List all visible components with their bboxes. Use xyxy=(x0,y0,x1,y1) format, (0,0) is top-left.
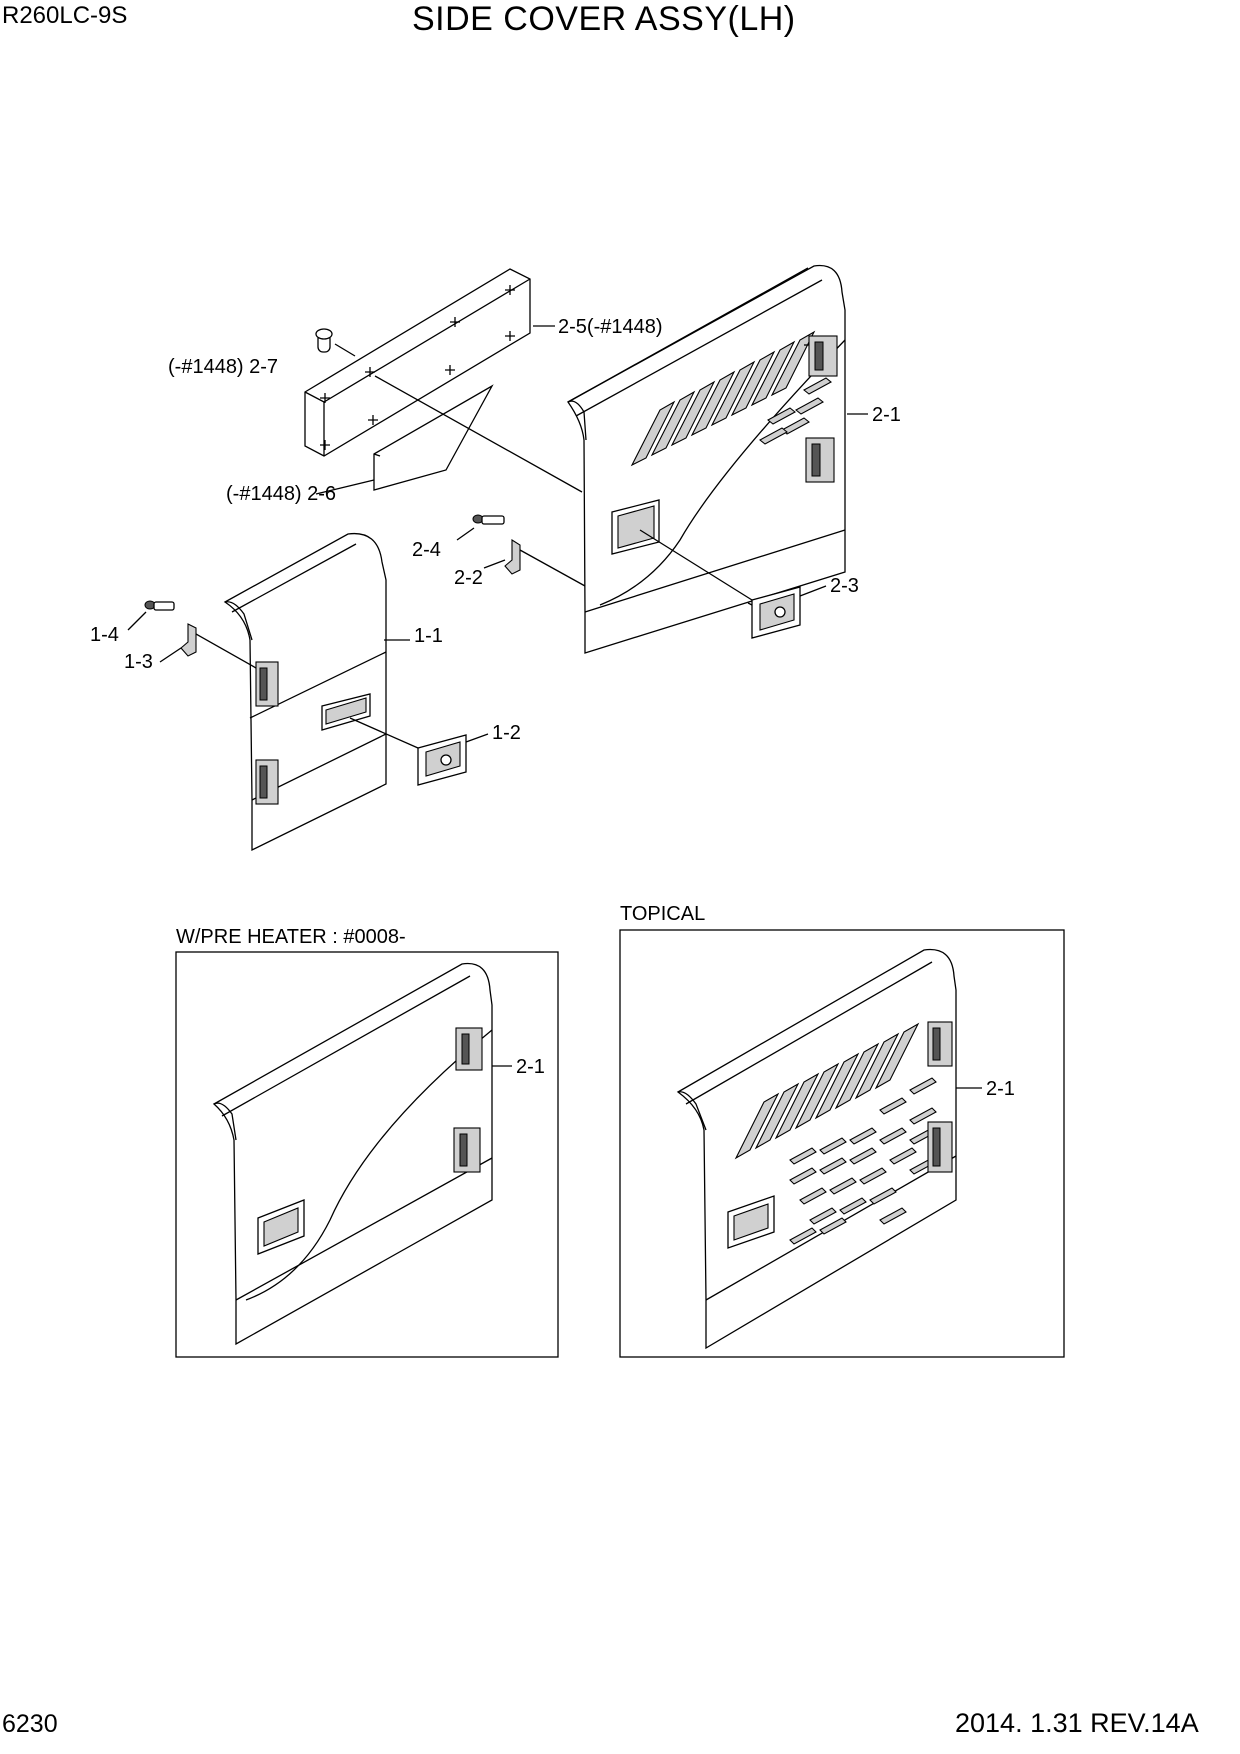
hinge-lower xyxy=(255,759,279,805)
inset-topical-callout: 2-1 xyxy=(986,1078,1015,1100)
callout-1-2: 1-2 xyxy=(492,722,521,744)
inset-topical-label: TOPICAL xyxy=(620,903,705,925)
inset-pre-heater-cover xyxy=(212,962,493,1346)
callout-1-4: 1-4 xyxy=(90,624,119,646)
hinge-upper xyxy=(804,335,838,377)
hinge-upper xyxy=(255,661,279,707)
leader xyxy=(465,733,489,743)
callout-2-4: 2-4 xyxy=(412,539,441,561)
hinge-lower xyxy=(805,437,835,483)
page-number: 6230 xyxy=(2,1710,58,1738)
model-code: R260LC-9S xyxy=(2,2,128,29)
leader xyxy=(195,633,257,669)
leader xyxy=(349,717,419,749)
handle-recess xyxy=(611,499,660,555)
latch-2-3 xyxy=(747,586,801,639)
leader xyxy=(519,549,586,587)
callout-1-1: 1-1 xyxy=(414,625,443,647)
callout-2-3: 2-3 xyxy=(830,575,859,597)
leader xyxy=(334,343,356,357)
bolt-1-4 xyxy=(127,600,175,631)
revision-date: 2014. 1.31 REV.14A xyxy=(955,1708,1199,1738)
bracket-2-2 xyxy=(483,539,521,575)
pad-2-5 xyxy=(304,268,531,457)
latch-1-2 xyxy=(417,734,467,786)
inset-pre-heater-frame xyxy=(175,951,559,1358)
callout-2-6: (-#1448) 2-6 xyxy=(226,483,336,505)
vent-slots xyxy=(630,330,832,467)
inset-topical-cover xyxy=(676,948,957,1350)
perforations xyxy=(789,1077,937,1245)
bolt-2-4 xyxy=(456,514,505,541)
callout-2-5: 2-5(-#1448) xyxy=(558,316,663,338)
callout-2-1: 2-1 xyxy=(872,404,901,426)
inset-pre-heater-label: W/PRE HEATER : #0008- xyxy=(176,926,406,948)
bolt-2-7 xyxy=(315,328,333,353)
leader xyxy=(315,479,375,495)
inset-topical-frame xyxy=(619,929,1065,1358)
callout-2-2: 2-2 xyxy=(454,567,483,589)
leader xyxy=(374,375,583,493)
cover-2-1 xyxy=(567,264,846,654)
callout-2-7: (-#1448) 2-7 xyxy=(168,356,278,378)
page-title: SIDE COVER ASSY(LH) xyxy=(412,0,796,38)
leader xyxy=(639,529,753,601)
strip-2-6 xyxy=(373,384,494,491)
handle-recess xyxy=(321,693,371,731)
callout-1-3: 1-3 xyxy=(124,651,153,673)
cover-1-1 xyxy=(223,532,387,852)
inset-pre-heater-callout: 2-1 xyxy=(516,1056,545,1078)
leader xyxy=(799,585,827,597)
bracket-1-3 xyxy=(159,623,197,663)
vent-slots xyxy=(734,1022,920,1160)
